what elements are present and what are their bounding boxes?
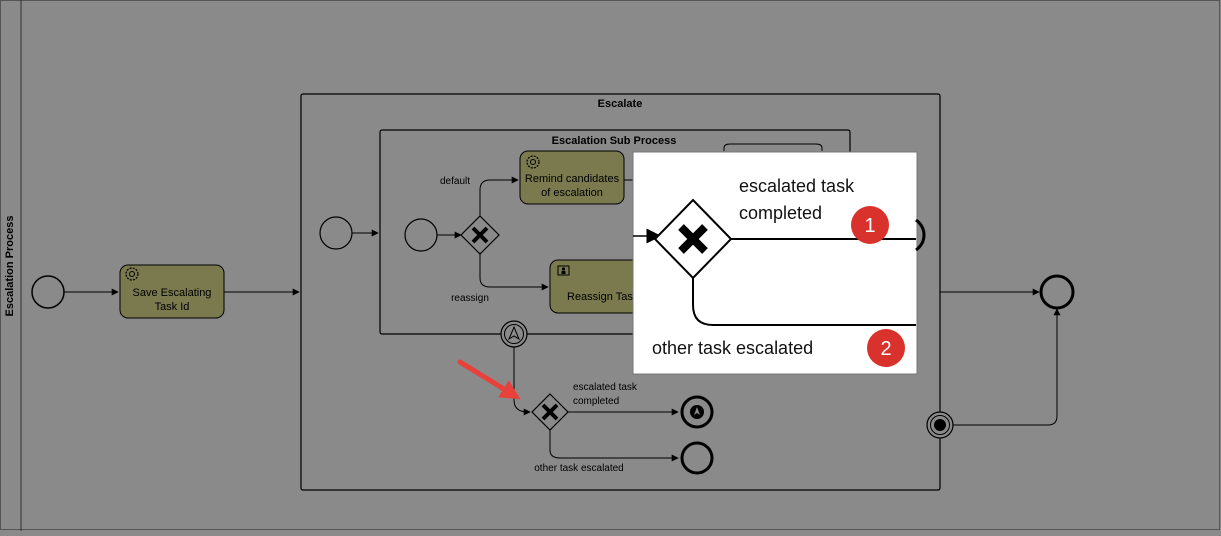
- flow-label-reassign: reassign: [451, 293, 489, 304]
- exclusive-gateway-split[interactable]: [460, 215, 500, 255]
- badge-1: 1: [851, 206, 889, 244]
- badge-2: 2: [867, 329, 905, 367]
- zoom-label-1-line2: completed: [739, 203, 822, 223]
- zoom-callout: escalated task completed other task esca…: [632, 151, 926, 375]
- escalate-boundary-event[interactable]: [926, 411, 954, 439]
- flow-label-default: default: [440, 176, 470, 187]
- escalation-sub-process-label: Escalation Sub Process: [552, 135, 677, 147]
- flow-boundary-to-gateway[interactable]: [513, 347, 531, 416]
- sub-start-event[interactable]: [404, 218, 438, 252]
- zoom-flow-other: [692, 278, 916, 326]
- escalate-start-event[interactable]: [319, 216, 353, 250]
- pool-label: Escalation Process: [4, 216, 16, 317]
- flow-label-other-escalated: other task escalated: [534, 463, 624, 474]
- user-icon: [557, 265, 570, 276]
- zoom-end-event-edge: [915, 218, 926, 252]
- highlight-arrow: [457, 359, 521, 400]
- flow-label-escalated-line2: completed: [573, 396, 619, 407]
- task-save-label-line1: Save Escalating: [133, 287, 212, 299]
- badge-2-text: 2: [880, 338, 891, 360]
- exclusive-gateway-escalation[interactable]: [531, 393, 569, 431]
- task-save-label-line2: Task Id: [155, 301, 190, 313]
- task-remind-label-line2: of escalation: [541, 187, 603, 199]
- task-reassign-label: Reassign Tas: [567, 291, 633, 303]
- flow-default[interactable]: [479, 176, 519, 216]
- gear-icon: [526, 155, 540, 169]
- start-event[interactable]: [31, 275, 65, 309]
- badge-1-text: 1: [864, 215, 875, 237]
- gear-icon: [125, 267, 139, 281]
- task-remind-label-line1: Remind candidates: [525, 173, 620, 185]
- flow-boundary-to-end[interactable]: [953, 308, 1061, 426]
- zoom-label-2: other task escalated: [652, 338, 813, 358]
- task-remind-candidates[interactable]: [519, 150, 625, 205]
- end-event-other[interactable]: [680, 441, 714, 475]
- flow-other-escalated[interactable]: [549, 430, 679, 462]
- escalation-boundary-event[interactable]: [500, 320, 528, 348]
- task-hidden-edge: [723, 143, 823, 151]
- zoom-label-1-line1: escalated task: [739, 176, 855, 196]
- end-event-main[interactable]: [1039, 274, 1075, 310]
- flow-reassign[interactable]: [479, 254, 549, 291]
- escalate-subprocess-label: Escalate: [598, 98, 643, 110]
- flow-label-escalated-line1: escalated task: [573, 382, 638, 393]
- escalation-end-event[interactable]: [680, 395, 714, 429]
